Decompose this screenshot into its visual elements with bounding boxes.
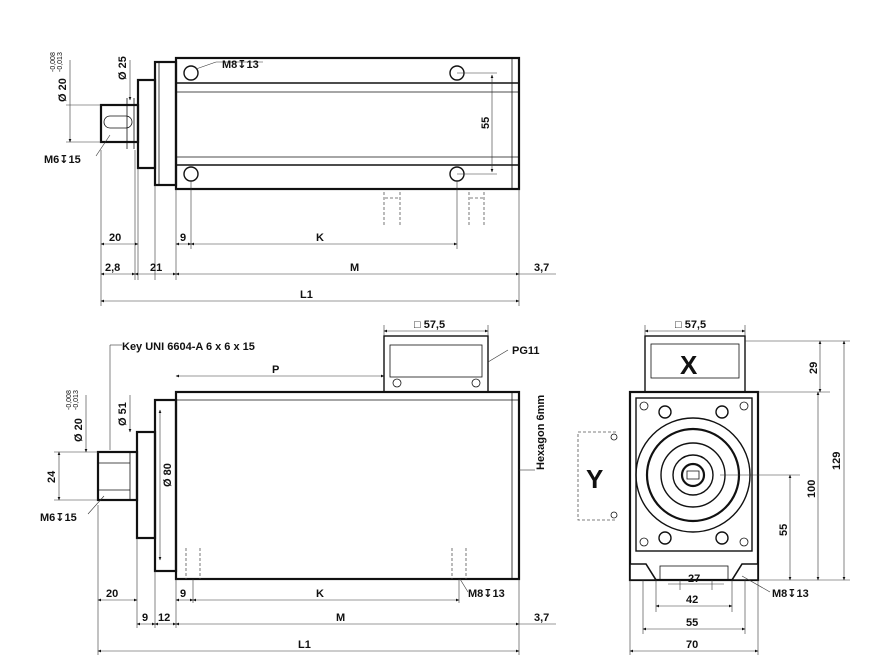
end-dim-129: 129 bbox=[831, 452, 843, 470]
top-dim-20: 20 bbox=[109, 232, 121, 244]
top-shaft-dia-label: Ø 20 bbox=[57, 78, 69, 102]
side-cable-gland: PG11 bbox=[512, 345, 540, 357]
top-hole-thread-label: M8↧13 bbox=[222, 59, 259, 71]
top-dim-L1: L1 bbox=[300, 289, 313, 301]
side-dim-P: P bbox=[272, 364, 279, 376]
top-dim-2-8: 2,8 bbox=[105, 262, 120, 274]
side-dim-3-7: 3,7 bbox=[534, 612, 549, 624]
top-body bbox=[174, 56, 521, 191]
end-dim-70: 70 bbox=[686, 639, 698, 651]
end-dim-29: 29 bbox=[808, 362, 820, 374]
top-dim-3-7: 3,7 bbox=[534, 262, 549, 274]
side-dim-9b: 9 bbox=[142, 612, 148, 624]
side-dim-9a: 9 bbox=[180, 588, 186, 600]
top-dim-9: 9 bbox=[180, 232, 186, 244]
side-flange-dia-80: Ø 80 bbox=[162, 463, 174, 487]
end-box-width: □ 57,5 bbox=[675, 319, 706, 331]
side-dim-L1: L1 bbox=[298, 639, 311, 651]
mount-hole bbox=[183, 166, 199, 182]
top-shaft-tol-lower: -0,013 bbox=[57, 52, 64, 72]
top-dim-M: M bbox=[350, 262, 359, 274]
side-dim-12: 12 bbox=[158, 612, 170, 624]
side-dim-20: 20 bbox=[106, 588, 118, 600]
end-dim-55-horizontal: 55 bbox=[686, 617, 698, 629]
top-dim-K: K bbox=[316, 232, 324, 244]
side-flange-dia-51: Ø 51 bbox=[117, 402, 129, 426]
top-flange-dia-label: Ø 25 bbox=[117, 56, 129, 80]
end-hole-thread: M8↧13 bbox=[772, 588, 809, 600]
top-flange bbox=[153, 60, 178, 187]
end-dim-27: 27 bbox=[688, 573, 700, 585]
top-shaft-thread-label: M6↧15 bbox=[44, 154, 81, 166]
end-label-X: X bbox=[680, 350, 698, 380]
side-shaft bbox=[96, 450, 139, 502]
end-view: X Y □ 57,5 bbox=[577, 319, 850, 655]
end-dim-55-vertical: 55 bbox=[778, 524, 790, 536]
end-dim-100: 100 bbox=[806, 480, 818, 498]
side-hole-thread: M8↧13 bbox=[468, 588, 505, 600]
top-dim-21: 21 bbox=[150, 262, 162, 274]
side-shaft-dia: Ø 20 bbox=[73, 418, 85, 442]
side-dim-K: K bbox=[316, 588, 324, 600]
top-shaft-tol-upper: -0,008 bbox=[50, 52, 57, 72]
end-dim-42: 42 bbox=[686, 594, 698, 606]
top-view: M8↧13 55 Ø 20 -0,008 -0,013 Ø 25 M6↧15 2… bbox=[44, 52, 556, 306]
top-shaft bbox=[99, 103, 140, 144]
side-shaft-tol-lower: -0,013 bbox=[73, 390, 80, 410]
side-dim-24: 24 bbox=[46, 470, 58, 483]
end-shaft bbox=[680, 462, 706, 488]
side-shaft-thread: M6↧15 bbox=[40, 512, 77, 524]
side-view: Key UNI 6604-A 6 x 6 x 15 □ 57,5 PG11 P … bbox=[40, 319, 556, 655]
side-box-width: □ 57,5 bbox=[414, 319, 445, 331]
side-dim-M: M bbox=[336, 612, 345, 624]
top-hole-spacing-label: 55 bbox=[480, 117, 492, 129]
mount-hole bbox=[183, 65, 199, 81]
side-shaft-tol-upper: -0,008 bbox=[66, 390, 73, 410]
end-label-Y: Y bbox=[586, 464, 603, 494]
side-key-label: Key UNI 6604-A 6 x 6 x 15 bbox=[122, 341, 255, 353]
side-hexagon-label: Hexagon 6mm bbox=[535, 395, 547, 470]
side-body bbox=[174, 390, 521, 581]
